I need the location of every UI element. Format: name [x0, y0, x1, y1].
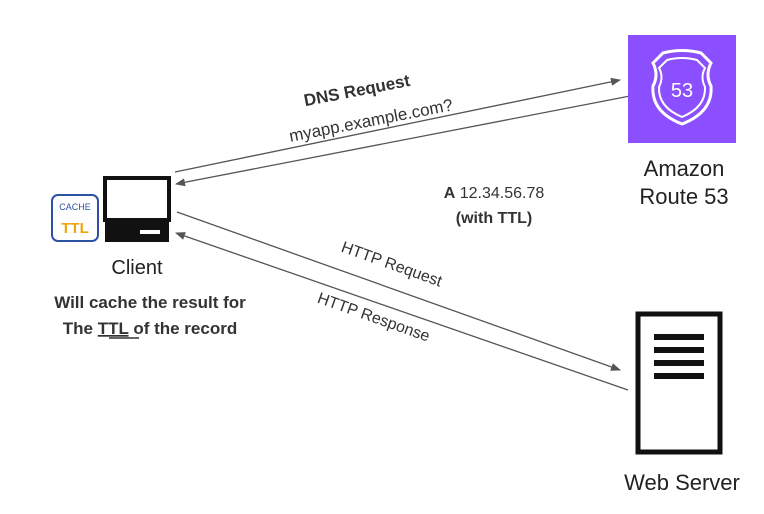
cache-label: CACHE: [59, 202, 91, 212]
http-request-arrow: [176, 211, 621, 371]
http-response-label: HTTP Response: [315, 290, 432, 346]
web-server-name: Web Server: [624, 470, 740, 495]
dns-request-title: DNS Request: [302, 71, 412, 110]
http-response-arrow: [175, 232, 629, 391]
dns-response-record: A 12.34.56.78: [444, 185, 545, 202]
cache-ttl-badge: CACHE TTL: [51, 194, 99, 242]
route53-badge-number: 53: [671, 80, 693, 102]
client-note-line2: The TTL of the record: [63, 319, 237, 338]
shield-badge-icon: [651, 49, 713, 126]
dns-response-ttl: (with TTL): [456, 210, 532, 227]
ttl-label: TTL: [61, 220, 89, 237]
client-note-line1: Will cache the result for: [54, 293, 246, 312]
route53-name-line1: Amazon: [644, 156, 725, 181]
dns-response-arrow: [175, 95, 631, 187]
http-request-label: HTTP Request: [339, 239, 445, 291]
note-suffix: of the record: [129, 319, 238, 338]
note-prefix: The: [63, 319, 98, 338]
client-name: Client: [111, 257, 163, 279]
record-type: A: [444, 185, 456, 202]
client-computer-icon: [103, 176, 171, 242]
web-server-icon: [635, 311, 723, 455]
route53-icon: 53: [628, 35, 736, 143]
dns-request-arrow: [174, 77, 621, 173]
record-ip-value: 12.34.56.78: [460, 185, 545, 202]
route53-name-line2: Route 53: [639, 184, 728, 209]
note-ttl: TTL: [98, 319, 129, 338]
